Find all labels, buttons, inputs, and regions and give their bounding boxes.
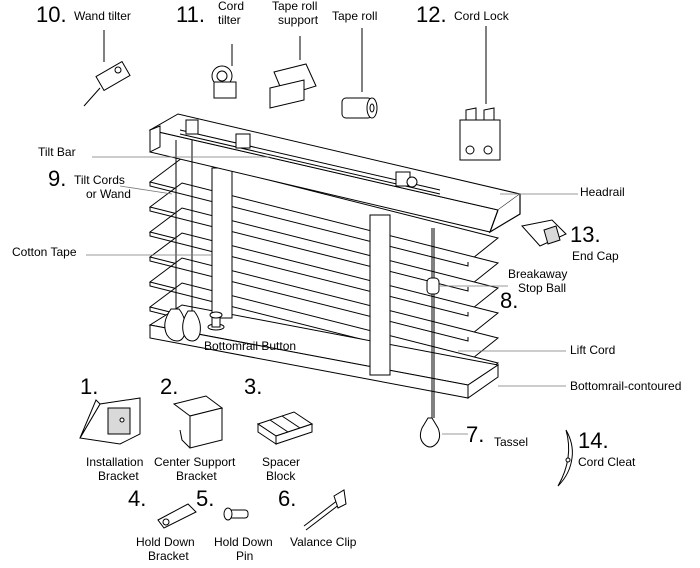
cotton-tape-right	[369, 214, 391, 376]
part-11-label-line2: tilter	[218, 13, 241, 27]
lift-cord	[419, 228, 441, 448]
cord-tilter-part	[211, 44, 237, 99]
svg-text:9.: 9.	[48, 166, 66, 191]
part-1-label-line1: Installation	[86, 455, 143, 469]
svg-text:14.: 14.	[578, 428, 609, 453]
part-6-number: 6.	[278, 486, 296, 511]
bottomrail	[148, 304, 500, 399]
part-9-number: 9.	[48, 166, 66, 191]
part-7-label: Tassel	[494, 435, 528, 449]
part-11-label-line1: Cord	[218, 0, 244, 13]
part-14-number: 14.	[578, 428, 609, 453]
svg-text:1.: 1.	[80, 374, 98, 399]
part-10-label: Wand tilter	[74, 9, 131, 23]
center-support-bracket-part	[172, 395, 224, 449]
part-1-number: 1.	[80, 374, 98, 399]
part-2-label-line2: Bracket	[176, 469, 217, 483]
tilt-tassel-right	[182, 310, 201, 342]
lift-cord-label: Lift Cord	[570, 343, 615, 357]
svg-text:3.: 3.	[244, 374, 262, 399]
svg-text:11.: 11.	[176, 2, 205, 27]
part-5-number: 5.	[196, 486, 214, 511]
part-10-number: 10.	[36, 2, 67, 27]
bottomrail-contoured-label: Bottomrail-contoured	[570, 379, 681, 393]
cotton-tape-label: Cotton Tape	[12, 245, 77, 259]
cord-lock-part	[459, 26, 501, 161]
bottomrail-button	[207, 311, 225, 331]
leader-lines	[86, 156, 578, 435]
part-2-number: 2.	[160, 374, 178, 399]
svg-text:13.: 13.	[570, 222, 601, 247]
headrail-label: Headrail	[580, 185, 625, 199]
cotton-tape-left	[211, 167, 233, 319]
tape-roll-label: Tape roll	[332, 9, 377, 23]
spacer-block-part	[256, 411, 314, 445]
tape-roll-support-part	[269, 36, 317, 109]
part-4-number: 4.	[128, 486, 146, 511]
part-2-label-line1: Center Support	[154, 455, 236, 469]
part-3-number: 3.	[244, 374, 262, 399]
valance-clip-part	[303, 489, 347, 531]
end-cap-part	[521, 219, 567, 247]
part-7-number: 7.	[466, 422, 484, 447]
tape-roll-support-label-line2: support	[278, 13, 319, 27]
part-8-number: 8.	[500, 288, 518, 313]
tape-roll-part	[341, 28, 378, 119]
tilt-bar-label: Tilt Bar	[38, 145, 76, 159]
part-4-label-line2: Bracket	[148, 549, 189, 563]
svg-text:10.: 10.	[36, 2, 67, 27]
part-11-number: 11.	[176, 2, 205, 27]
hold-down-pin-part	[223, 507, 249, 521]
part-1-label-line2: Bracket	[98, 469, 139, 483]
part-13-number: 13.	[570, 222, 601, 247]
svg-text:2.: 2.	[160, 374, 178, 399]
svg-text:4.: 4.	[128, 486, 146, 511]
installation-bracket-part	[79, 397, 141, 445]
tilt-cords	[164, 140, 201, 342]
breakaway-stop-ball	[426, 277, 440, 295]
part-13-label: End Cap	[572, 249, 619, 263]
window-blind-assembly	[148, 113, 522, 448]
svg-text:5.: 5.	[196, 486, 214, 511]
part-3-label-line2: Block	[266, 469, 296, 483]
part-3-label-line1: Spacer	[262, 455, 300, 469]
part-12-label: Cord Lock	[454, 9, 510, 23]
wand-tilter-part	[83, 30, 131, 107]
part-9-label-line1: Tilt Cords	[74, 173, 125, 187]
tape-roll-support-label-line1: Tape roll	[272, 0, 317, 13]
tilt-bar-mechanism	[179, 119, 441, 195]
part-6-label: Valance Clip	[290, 535, 357, 549]
lift-tassel	[419, 417, 441, 448]
cord-cleat-part	[557, 429, 573, 487]
svg-text:7.: 7.	[466, 422, 484, 447]
part-8-label-line2: Stop Ball	[518, 281, 566, 295]
part-5-label-line2: Pin	[236, 549, 253, 563]
svg-text:12.: 12.	[416, 2, 447, 27]
part-12-number: 12.	[416, 2, 447, 27]
part-4-label-line1: Hold Down	[136, 535, 195, 549]
svg-text:6.: 6.	[278, 486, 296, 511]
part-5-label-line1: Hold Down	[214, 535, 273, 549]
svg-text:8.: 8.	[500, 288, 518, 313]
hold-down-bracket-part	[157, 503, 197, 529]
part-8-label-line1: Breakaway	[508, 267, 567, 281]
part-14-label: Cord Cleat	[578, 455, 636, 469]
bottomrail-button-label: Bottomrail Button	[204, 339, 296, 353]
part-9-label-line2: or Wand	[86, 187, 131, 201]
